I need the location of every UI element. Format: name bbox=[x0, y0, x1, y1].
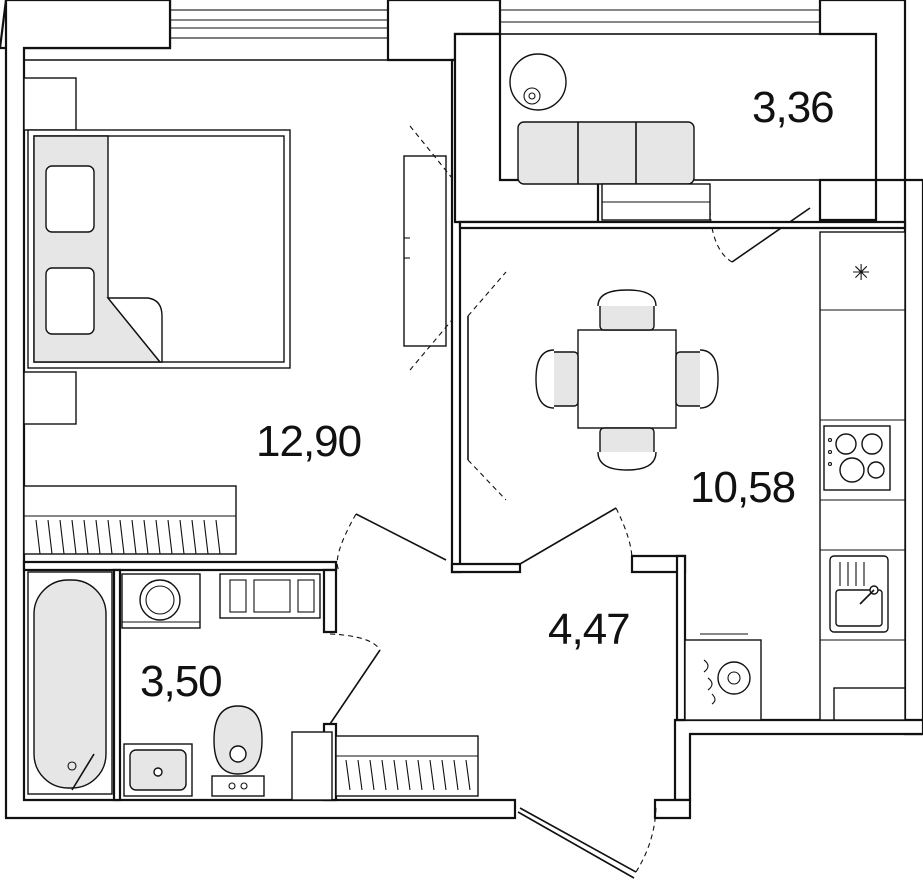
bedroom-area-label: 12,90 bbox=[256, 417, 362, 466]
sink-icon bbox=[829, 555, 889, 633]
sofa-icon bbox=[517, 121, 695, 185]
kitchen-area-label: 10,58 bbox=[690, 463, 796, 512]
kitchen: ✳ bbox=[450, 220, 907, 722]
door-icon bbox=[709, 207, 811, 263]
stove-icon bbox=[823, 425, 891, 491]
plant-icon bbox=[703, 659, 751, 705]
plant-icon bbox=[509, 53, 567, 111]
hall bbox=[291, 731, 657, 879]
balcony bbox=[453, 32, 878, 263]
washing-machine-icon bbox=[121, 573, 201, 629]
wardrobe-icon bbox=[403, 155, 447, 347]
bathroom-area-label: 3,50 bbox=[140, 657, 223, 706]
window-icon bbox=[169, 9, 389, 39]
door-icon bbox=[517, 803, 657, 879]
sink-icon bbox=[123, 743, 193, 797]
door-icon bbox=[336, 513, 447, 573]
bathtub-icon bbox=[27, 571, 113, 795]
door-icon bbox=[519, 507, 633, 565]
bed-icon bbox=[27, 129, 291, 369]
hall-area-label: 4,47 bbox=[548, 605, 631, 654]
bedroom bbox=[23, 58, 462, 574]
wardrobe-icon bbox=[335, 735, 479, 797]
door-icon bbox=[329, 633, 381, 725]
bathroom bbox=[22, 560, 381, 802]
toilet-icon bbox=[211, 705, 265, 797]
svg-text:✳: ✳ bbox=[852, 261, 870, 286]
balcony-area-label: 3,36 bbox=[752, 83, 835, 132]
window-icon bbox=[500, 9, 820, 23]
wardrobe-icon bbox=[23, 485, 237, 555]
dining-table-icon bbox=[535, 289, 719, 471]
